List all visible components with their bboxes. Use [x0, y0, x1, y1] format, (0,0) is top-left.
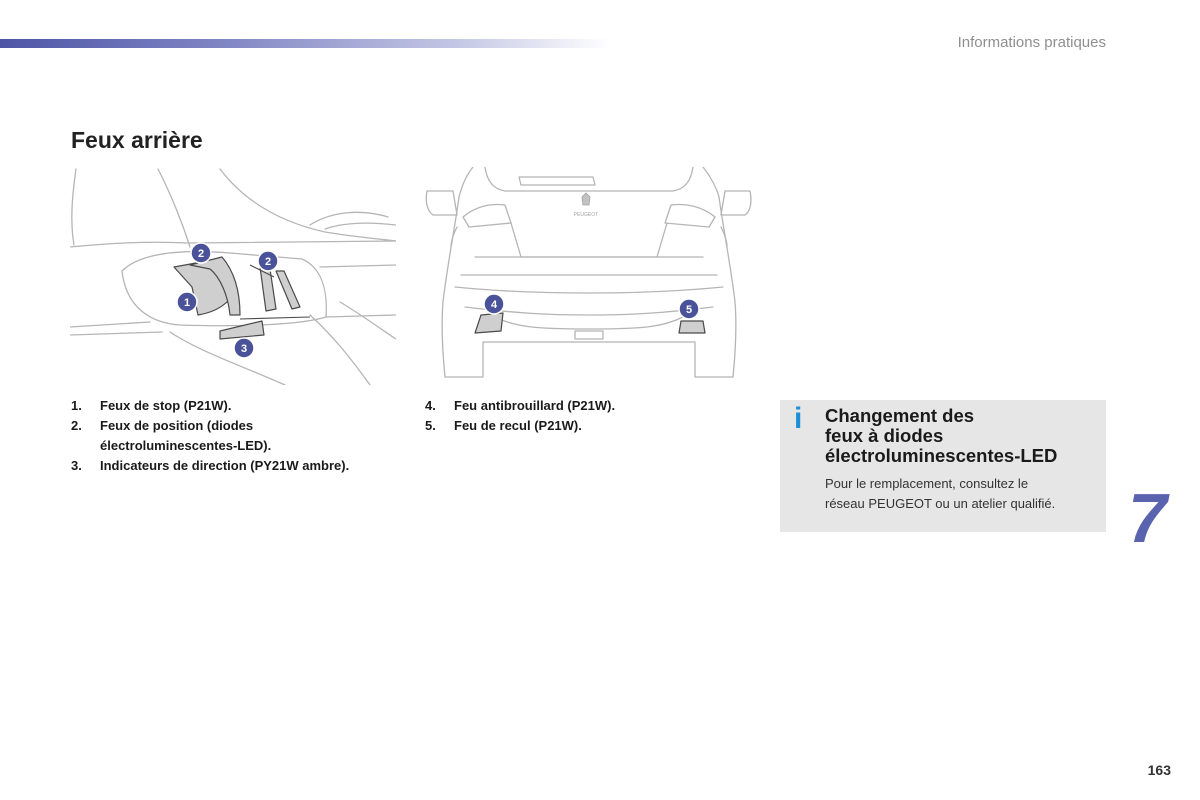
callout-badge: 3 [233, 337, 255, 359]
info-box-title: Changement des feux à diodes électrolumi… [825, 406, 1095, 466]
chapter-number: 7 [1128, 479, 1167, 557]
legend-text: Feu de recul (P21W). [454, 418, 582, 433]
callout-label: 2 [265, 256, 271, 268]
legend-item-continuation: électroluminescentes-LED). [71, 436, 411, 456]
info-icon: i [794, 402, 803, 435]
page-number: 163 [1147, 762, 1171, 778]
info-title-line: Changement des [825, 405, 975, 426]
bulb-legend-left: 1. Feux de stop (P21W). 2. Feux de posit… [71, 396, 411, 476]
rear-logo-text: PEUGEOT [574, 212, 598, 218]
callout-badge: 2 [257, 250, 279, 272]
legend-number: 2. [71, 418, 82, 433]
legend-item: 1. Feux de stop (P21W). [71, 396, 411, 416]
section-title: Informations pratiques [957, 34, 1106, 51]
callout-label: 1 [184, 297, 190, 309]
legend-number: 4. [425, 398, 436, 413]
legend-item: 3. Indicateurs de direction (PY21W ambre… [71, 456, 411, 476]
page-title: Feux arrière [71, 127, 203, 153]
info-body-line: Pour le remplacement, consultez le [825, 476, 1029, 491]
callout-badge: 4 [483, 293, 505, 315]
bulb-legend-right: 4. Feu antibrouillard (P21W). 5. Feu de … [425, 396, 725, 436]
tail-light-side-illustration: 2 2 1 3 [70, 168, 396, 385]
info-box-body: Pour le remplacement, consultez le résea… [825, 474, 1101, 514]
legend-text: Indicateurs de direction (PY21W ambre). [100, 458, 350, 473]
callout-badge: 1 [176, 291, 198, 313]
legend-item: 5. Feu de recul (P21W). [425, 416, 725, 436]
info-title-line: feux à diodes [825, 425, 944, 446]
info-body-line: réseau PEUGEOT ou un atelier qualifié. [825, 496, 1056, 511]
legend-number: 5. [425, 418, 436, 433]
callout-badge: 5 [678, 298, 700, 320]
legend-text: Feux de position (diodes [100, 418, 254, 433]
legend-text: Feu antibrouillard (P21W). [454, 398, 616, 413]
legend-item: 4. Feu antibrouillard (P21W). [425, 396, 725, 416]
callout-label: 4 [491, 299, 498, 311]
legend-text: Feux de stop (P21W). [100, 398, 232, 413]
legend-text: électroluminescentes-LED). [100, 438, 272, 453]
legend-item: 2. Feux de position (diodes [71, 416, 411, 436]
legend-number: 3. [71, 458, 82, 473]
legend-number: 1. [71, 398, 82, 413]
car-rear-view-illustration: PEUGEOT 4 5 [425, 167, 752, 378]
info-title-line: électroluminescentes-LED [825, 445, 1058, 466]
info-box: i Changement des feux à diodes électrolu… [780, 400, 1106, 532]
callout-badge: 2 [190, 242, 212, 264]
callout-label: 3 [241, 343, 247, 355]
callout-label: 5 [686, 304, 692, 316]
callout-label: 2 [198, 248, 204, 260]
header-gradient-bar [0, 39, 610, 48]
